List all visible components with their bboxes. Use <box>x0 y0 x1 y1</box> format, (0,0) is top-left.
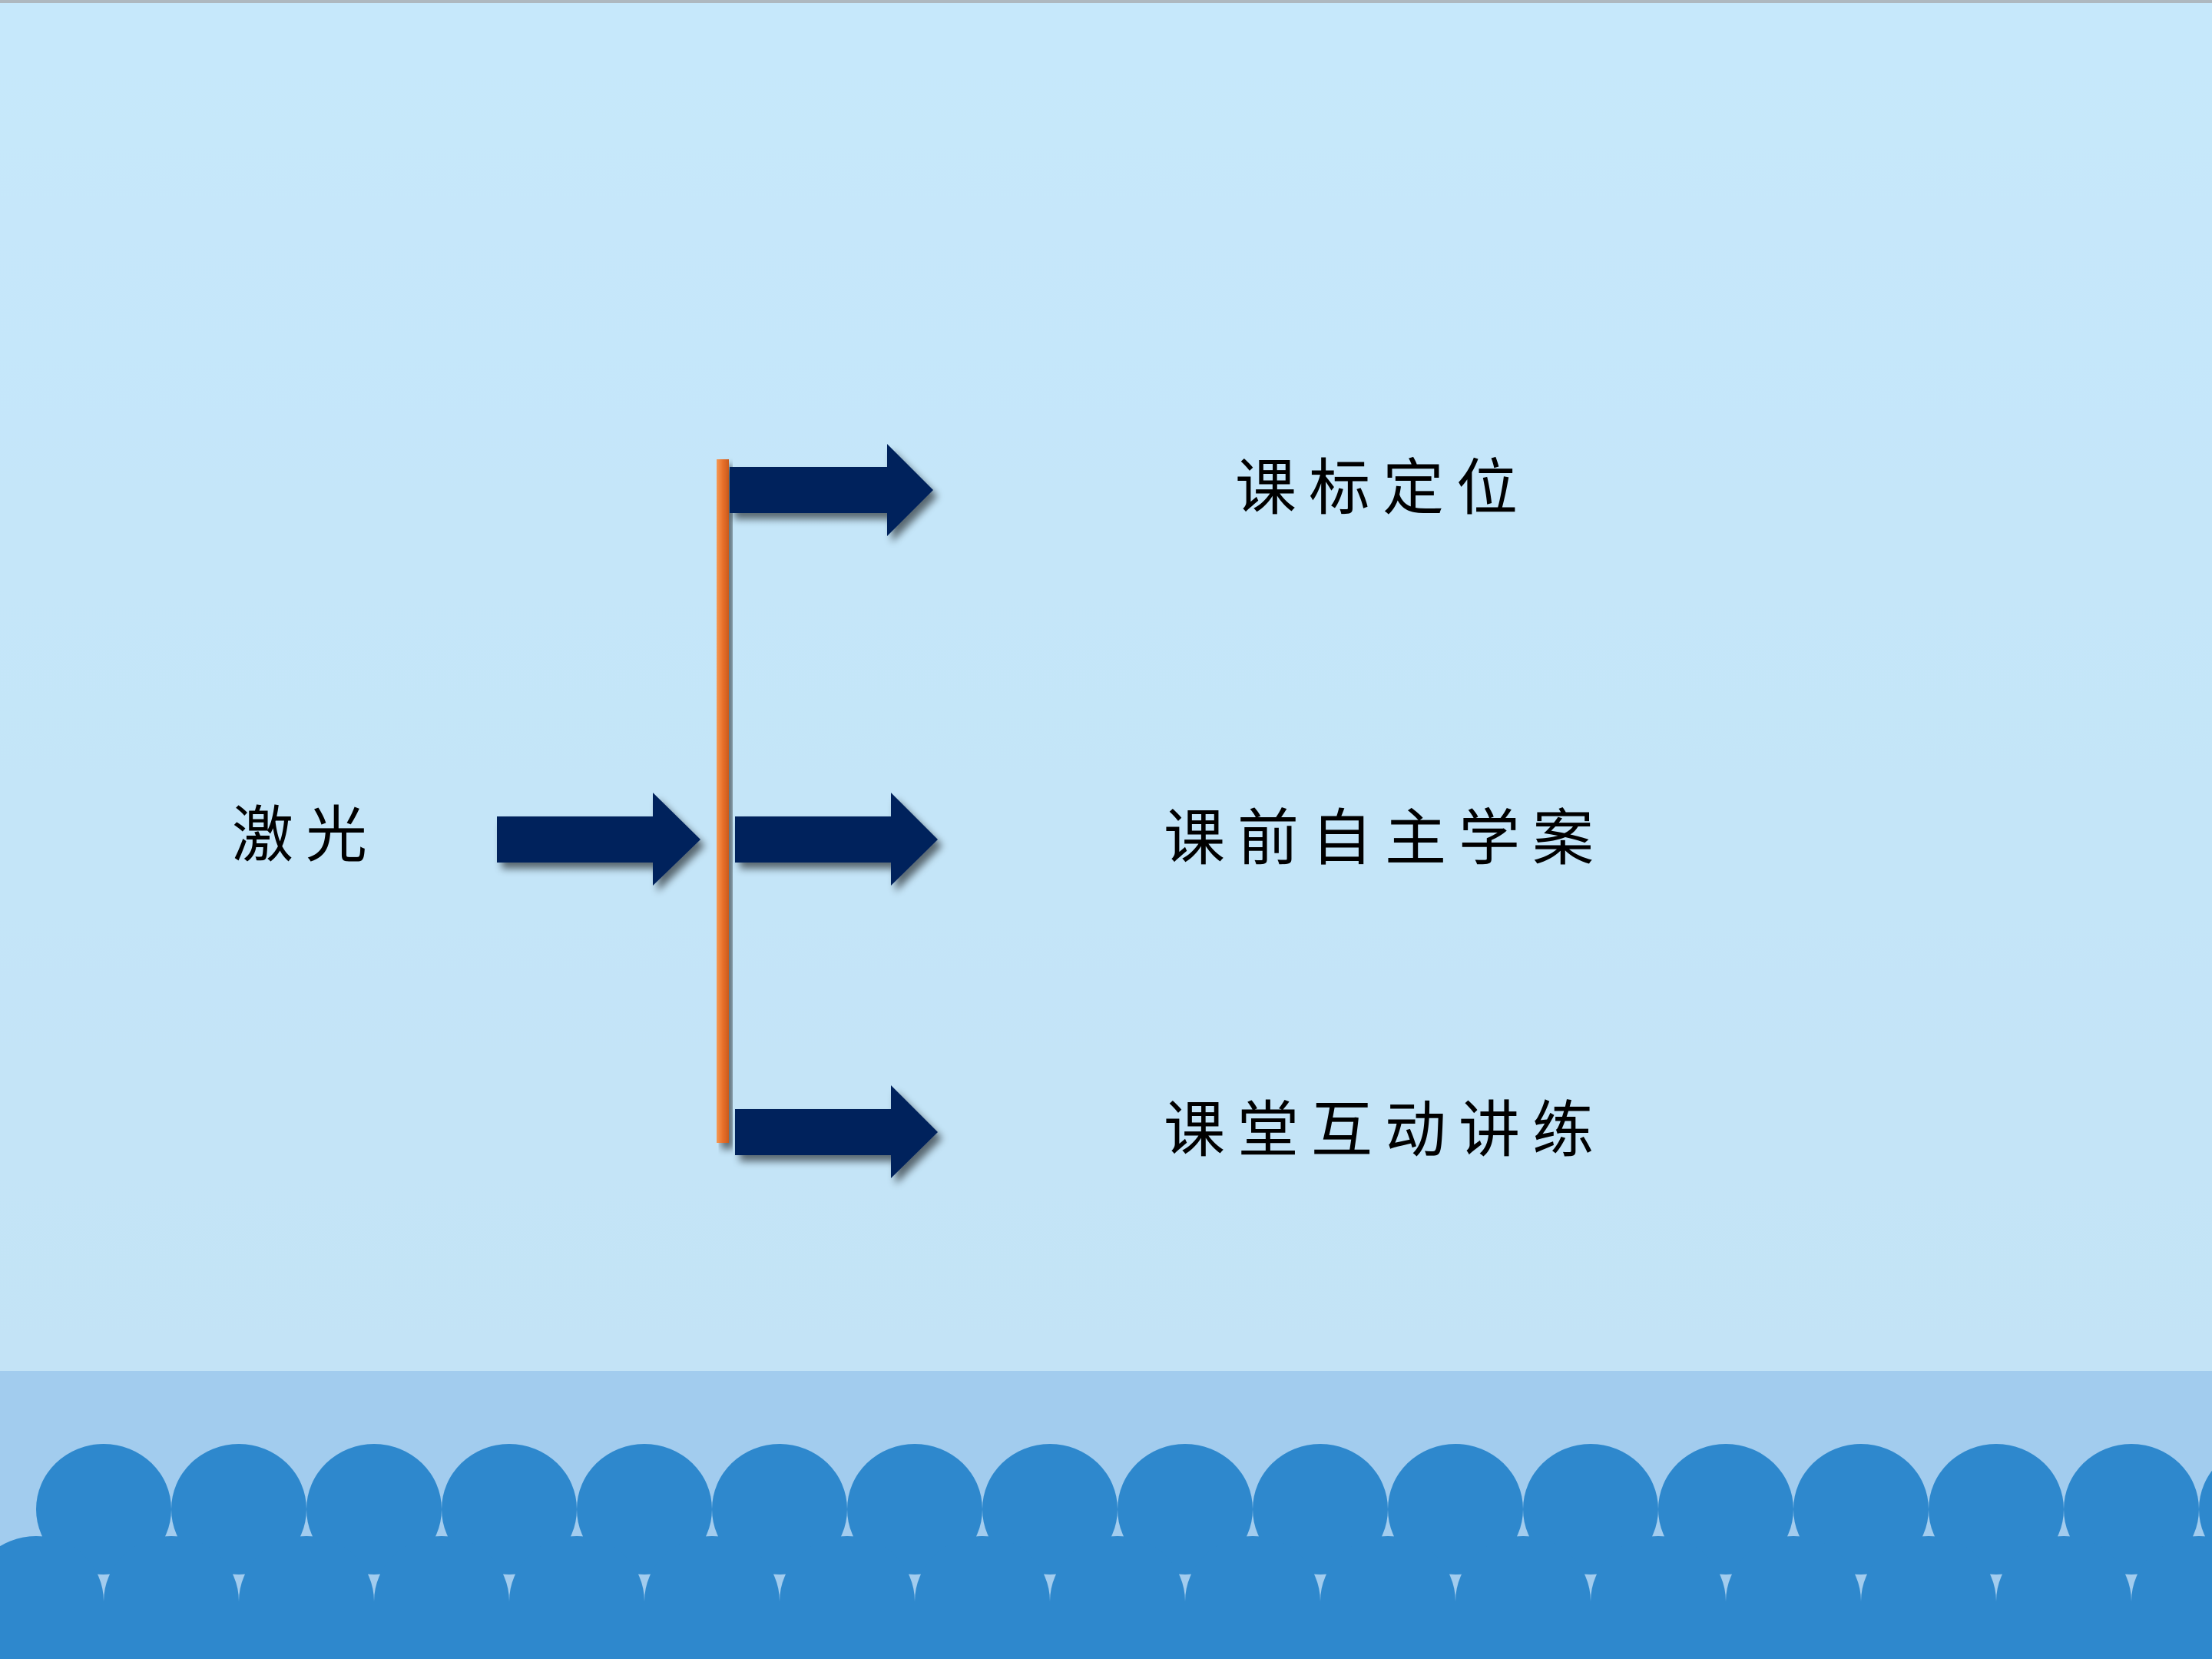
wave-scallop <box>1929 1444 2064 1575</box>
wave-scallop <box>36 1444 171 1575</box>
wave-scallop <box>1658 1444 1793 1575</box>
wave-scallop <box>2064 1444 2199 1575</box>
wave-base <box>0 1601 2212 1659</box>
wave-scallop <box>1388 1444 1523 1575</box>
branch-arrow-2 <box>735 793 938 886</box>
source-label: 激光 <box>232 800 379 871</box>
branch-label-3: 课堂互动讲练 <box>1164 1094 1606 1166</box>
wave-scallop <box>1118 1444 1253 1575</box>
branch-arrow-3 <box>735 1085 938 1178</box>
branch-label-2: 课前自主学案 <box>1164 803 1606 874</box>
bracket-line <box>717 459 729 1143</box>
top-border <box>0 0 2212 3</box>
wave-scallop <box>847 1444 982 1575</box>
wave-scallop <box>2199 1470 2212 1548</box>
wave-scallop <box>1253 1444 1388 1575</box>
branch-arrow-1 <box>730 444 933 536</box>
wave-scallop <box>1793 1444 1929 1575</box>
wave-scallop <box>712 1444 847 1575</box>
wave-scallop <box>442 1444 577 1575</box>
wave-scallop <box>171 1444 306 1575</box>
wave-scallop <box>306 1444 442 1575</box>
input-arrow <box>497 793 700 886</box>
wave-scallop <box>982 1444 1118 1575</box>
wave-scallop <box>1523 1444 1658 1575</box>
decorative-waves <box>0 1444 2212 1659</box>
branch-label-1: 课标定位 <box>1235 452 1530 524</box>
wave-scallop <box>577 1444 712 1575</box>
